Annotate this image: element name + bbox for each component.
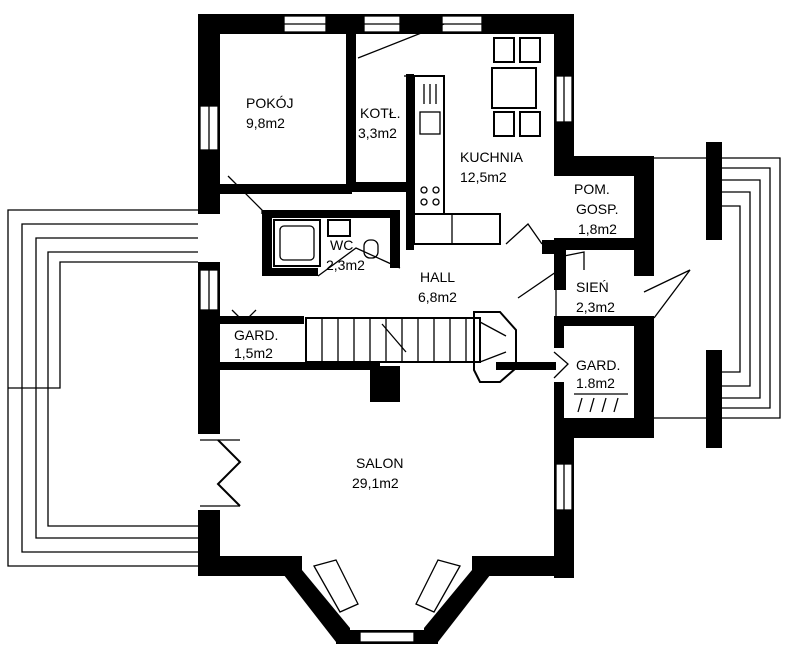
wardrobe-marks (574, 393, 628, 413)
label-gard2-area: 1.8m2 (576, 375, 615, 391)
label-pomgosp-name: POM. (574, 181, 610, 197)
right-terrace (652, 142, 781, 448)
bath-fixtures (273, 219, 379, 267)
interior-walls (220, 30, 654, 422)
label-sien-name: SIEŃ (576, 279, 609, 295)
label-salon-area: 29,1m2 (352, 475, 399, 491)
stairs (305, 311, 517, 383)
label-wc-area: 2,3m2 (326, 257, 365, 273)
label-kuchnia-name: KUCHNIA (460, 149, 524, 165)
label-pokoj-name: POKÓJ (246, 95, 293, 111)
label-kotl-area: 3,3m2 (358, 125, 397, 141)
label-pomgosp-area: 1,8m2 (578, 221, 617, 237)
label-wc-name: WC (330, 237, 353, 253)
label-gard2-name: GARD. (576, 357, 620, 373)
doors (227, 23, 691, 379)
room-labels: POKÓJ 9,8m2 KOTŁ. 3,3m2 KUCHNIA 12,5m2 P… (234, 95, 620, 491)
windows (199, 15, 573, 643)
label-pomgosp-name2: GOSP. (576, 201, 619, 217)
label-gard1-name: GARD. (234, 327, 278, 343)
label-salon-name: SALON (356, 455, 403, 471)
kitchen-fixtures (413, 37, 541, 245)
label-sien-area: 2,3m2 (576, 299, 615, 315)
left-terrace (7, 209, 198, 567)
label-pokoj-area: 9,8m2 (246, 115, 285, 131)
label-kuchnia-area: 12,5m2 (460, 169, 507, 185)
label-kotl-name: KOTŁ. (360, 105, 400, 121)
label-hall-area: 6,8m2 (418, 289, 457, 305)
label-hall-name: HALL (420, 269, 455, 285)
label-gard1-area: 1,5m2 (234, 345, 273, 361)
